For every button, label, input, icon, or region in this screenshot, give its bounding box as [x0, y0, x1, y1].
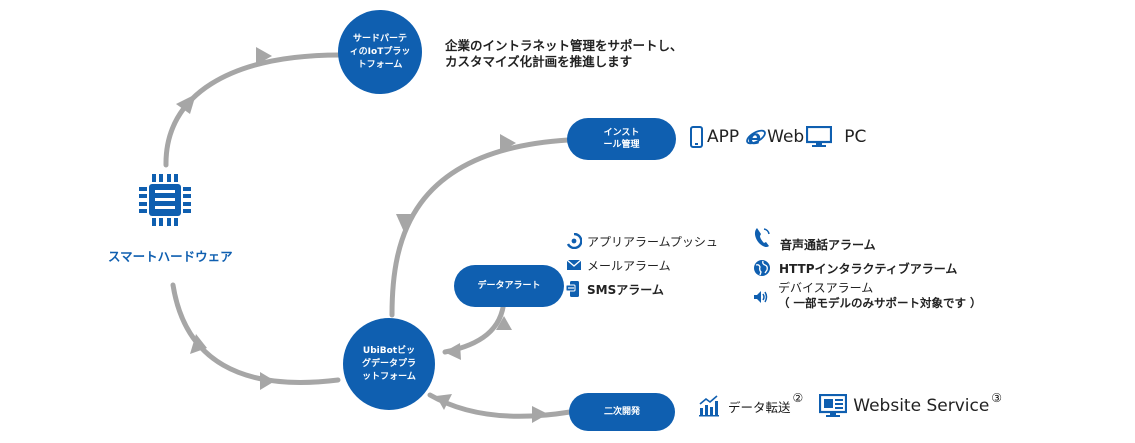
arrowhead-top-left: [176, 94, 196, 114]
phone-icon: [690, 126, 703, 148]
alarm-item-voice: 音声通話アラーム: [753, 227, 982, 253]
data-alert-label: データアラート: [477, 281, 541, 291]
push-notification-icon: [566, 233, 582, 249]
data-transfer-mark: ②: [792, 391, 804, 405]
phone-call-icon: [754, 228, 770, 247]
third-party-desc-line1: 企業のイントラネット管理をサポートし、: [445, 38, 683, 53]
pc-label: PC: [844, 127, 867, 147]
sms-icon: [566, 281, 579, 297]
ie-browser-icon: e: [746, 127, 766, 148]
website-monitor-icon: [819, 394, 848, 417]
data-transfer-label: データ転送: [728, 399, 791, 415]
arrowhead-alert-bottom: [444, 343, 461, 360]
third-party-platform-label: サードパーテ ィのIoTプラッ トフォーム: [349, 33, 411, 70]
arc-ubibot-secondary: [427, 392, 573, 419]
arc-alert-ubibot: [442, 297, 507, 355]
arrowhead-install-right: [500, 134, 516, 152]
alarm-device-note: （ 一部モデルのみサポート対象です ）: [778, 296, 982, 310]
arrowhead-top-right: [256, 47, 272, 65]
chip-icon: [139, 174, 191, 226]
ubibot-platform-label: UbiBotビッ グデータプラ ットフォーム: [361, 345, 416, 382]
bar-chart-icon: [699, 395, 719, 417]
web-label: Web: [767, 127, 805, 147]
monitor-icon: [806, 126, 833, 147]
website-service-label: Website Service: [853, 396, 990, 416]
secondary-items: データ転送 ② Website Service ③: [698, 391, 1003, 418]
smart-hardware-label: スマートハードウェア: [108, 249, 233, 264]
install-management-label: インスト ール管理: [603, 128, 640, 150]
third-party-platform-node: サードパーテ ィのIoTプラッ トフォーム: [338, 10, 422, 94]
alarm-sms-label: SMSアラーム: [587, 282, 664, 297]
mail-icon: [566, 259, 582, 270]
website-service-mark: ③: [991, 391, 1003, 405]
install-management-pill: インスト ール管理: [567, 118, 676, 160]
app-label: APP: [707, 127, 740, 147]
alarm-http-label: HTTPインタラクティブアラーム: [779, 261, 958, 276]
arrowhead-bottom-right: [260, 372, 275, 390]
alarm-item-mail: メールアラーム: [566, 256, 718, 274]
third-party-desc-line2: カスタマイズ化計画を推進します: [445, 54, 633, 69]
alarm-mail-label: メールアラーム: [587, 258, 671, 273]
globe-icon: [754, 260, 770, 276]
install-platforms: APP e Web PC: [690, 126, 866, 148]
ubibot-platform-node: UbiBotビッ グデータプラ ットフォーム: [343, 318, 435, 410]
third-party-description: 企業のイントラネット管理をサポートし、 カスタマイズ化計画を推進します: [445, 38, 683, 70]
arrowhead-secondary-left: [436, 394, 452, 410]
secondary-development-label: 二次開発: [603, 407, 640, 417]
arc-ubibot-to-install: [389, 137, 571, 318]
alarm-voice-label: 音声通話アラーム: [780, 238, 876, 252]
alarm-item-sms: SMSアラーム: [566, 280, 718, 298]
alarm-item-push: アプリアラームプッシュ: [566, 232, 718, 250]
alarm-device-label: デバイスアラーム: [778, 281, 874, 295]
speaker-icon: [754, 291, 768, 303]
arc-ubibot-to-hardware: [170, 282, 341, 385]
data-alert-pill: データアラート: [454, 265, 564, 307]
arrowhead-alert-top: [496, 316, 512, 330]
alarm-list-right: 音声通話アラーム HTTPインタラクティブアラーム デバイスアラーム （ 一部モ…: [753, 227, 982, 311]
secondary-development-pill: 二次開発: [569, 393, 675, 431]
arc-hardware-to-thirdparty: [163, 52, 343, 168]
alarm-list-left: アプリアラームプッシュ メールアラーム SMSアラーム: [566, 232, 718, 298]
arrowhead-bottom-left: [190, 334, 207, 354]
alarm-push-label: アプリアラームプッシュ: [587, 234, 718, 249]
alarm-item-http: HTTPインタラクティブアラーム: [753, 259, 982, 277]
arrowhead-secondary-right: [532, 406, 548, 423]
arrowhead-install-left: [396, 214, 413, 232]
alarm-item-device: デバイスアラーム （ 一部モデルのみサポート対象です ）: [753, 281, 982, 311]
